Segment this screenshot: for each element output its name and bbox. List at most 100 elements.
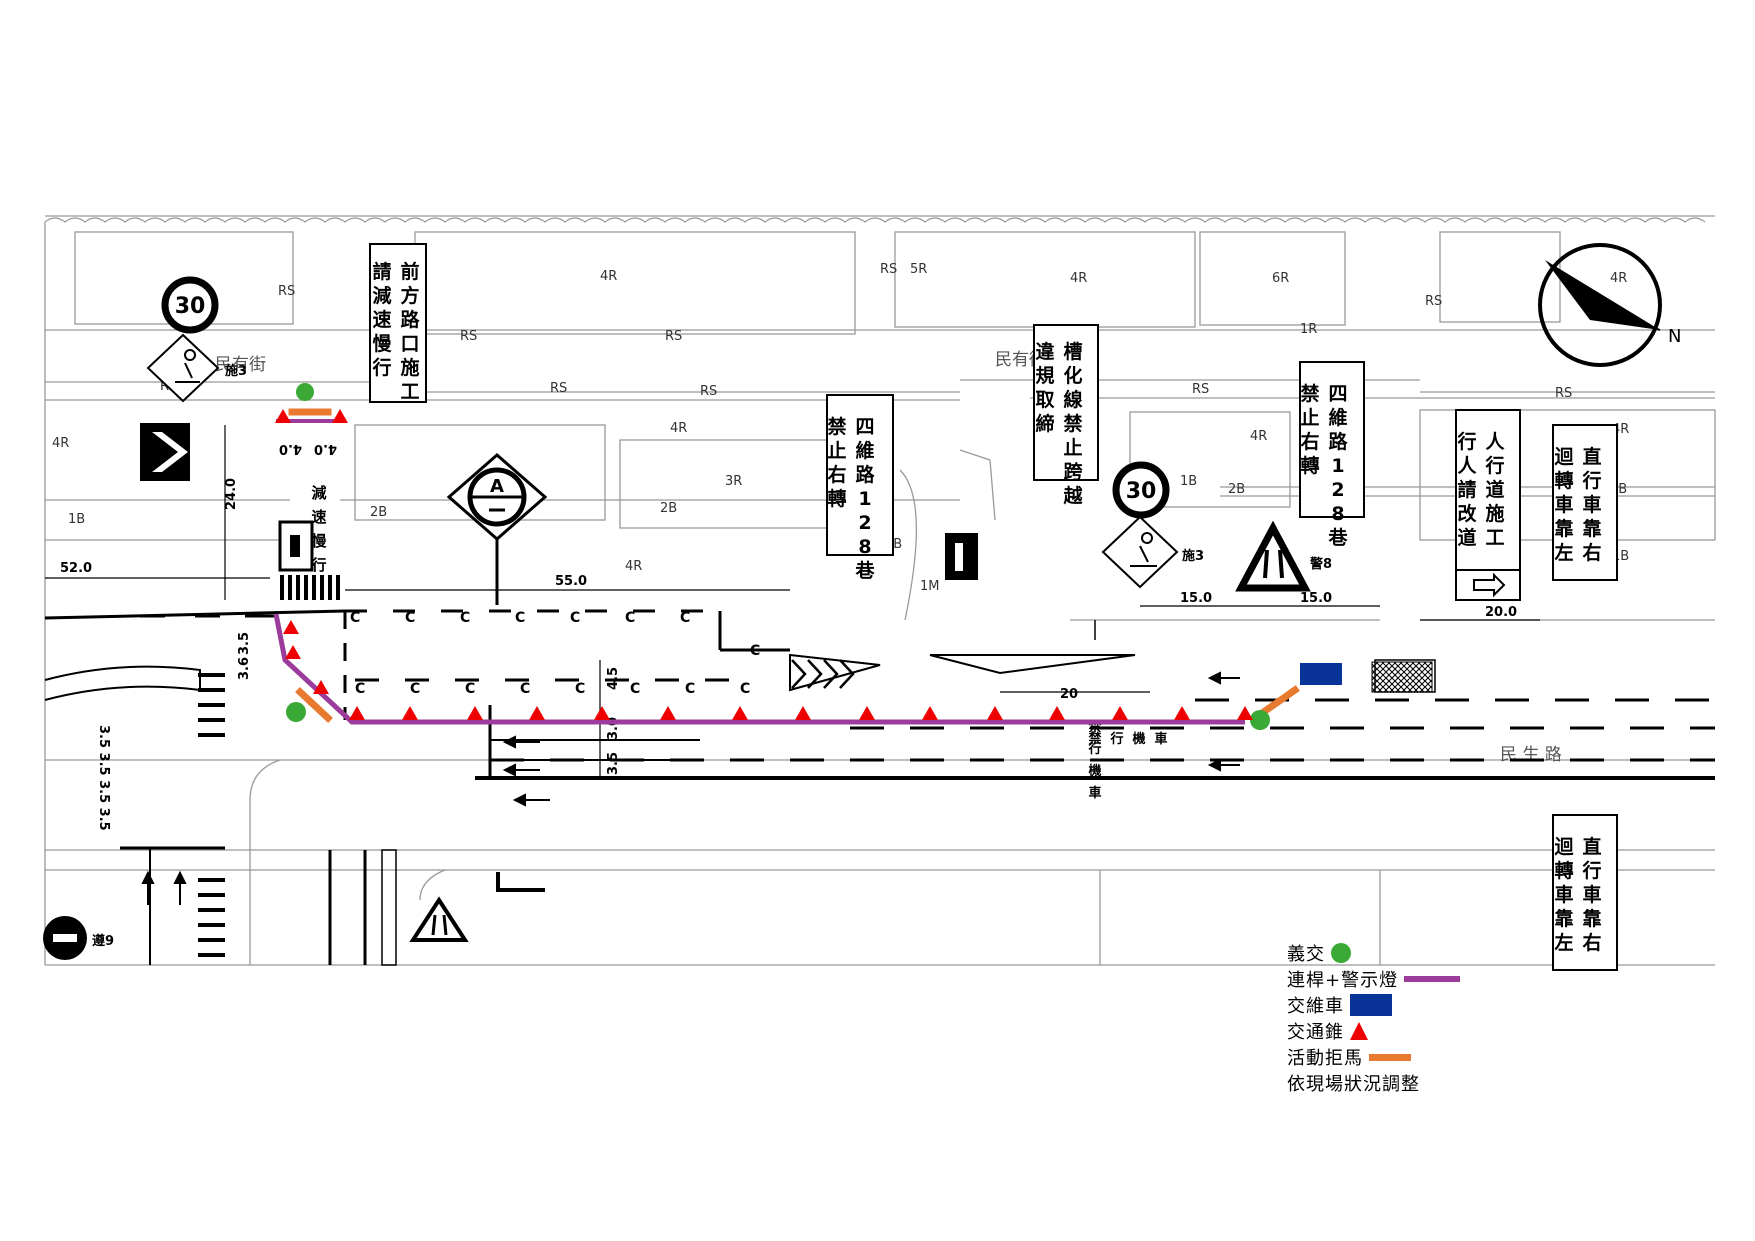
dimension-label: 20.0 bbox=[1485, 605, 1517, 620]
traffic-cone bbox=[987, 706, 1003, 720]
legend-note-text: 依現場狀況調整 bbox=[1287, 1074, 1420, 1095]
narrow-road-sign-2 bbox=[409, 896, 469, 942]
right-arrow-icon bbox=[1473, 572, 1506, 598]
zone-label: 4R bbox=[600, 269, 617, 284]
legend-bar-light: 連桿+警示燈 bbox=[1287, 966, 1517, 992]
legend-label: 交維車 bbox=[1287, 996, 1344, 1017]
zone-label: 1B bbox=[68, 512, 85, 527]
bar-light-line bbox=[273, 613, 1245, 725]
sign-board-text: 槽化線禁止跨越 bbox=[1062, 340, 1083, 507]
zone-label: RS bbox=[700, 384, 717, 399]
sign-board-text: 直行車靠右 bbox=[1581, 835, 1601, 954]
svg-text:C: C bbox=[625, 610, 635, 626]
dimension-label: 15.0 bbox=[1180, 591, 1212, 606]
traffic-cone bbox=[795, 706, 811, 720]
svg-text:30: 30 bbox=[175, 294, 206, 319]
street-name-minyou: 民有街 bbox=[215, 355, 266, 375]
sign-board-6: 直行車靠右 迴轉車靠左 bbox=[1552, 424, 1618, 581]
speed-limit-sign: 30 bbox=[161, 276, 219, 334]
flagger bbox=[296, 383, 314, 401]
svg-text:30: 30 bbox=[1126, 479, 1157, 504]
svg-text:C: C bbox=[750, 643, 760, 659]
dimension-label: 4.5 bbox=[606, 667, 621, 690]
svg-text:C: C bbox=[460, 610, 470, 626]
dimension-label: 3.6 bbox=[237, 657, 252, 680]
flagger bbox=[1250, 710, 1270, 730]
zone-label: 5R bbox=[910, 262, 927, 277]
street-name-minsheng: 民 生 路 bbox=[1500, 745, 1562, 765]
legend-label: 連桿+警示燈 bbox=[1287, 970, 1399, 991]
sign-board-text: 直行車靠右 bbox=[1581, 445, 1601, 564]
svg-text:C: C bbox=[410, 681, 420, 697]
legend-cone: 交通錐 bbox=[1287, 1018, 1517, 1044]
traffic-cone bbox=[1174, 706, 1190, 720]
sign-board-5: 人行道施工 行人請改道 bbox=[1455, 409, 1521, 601]
dimension-label: 52.0 bbox=[60, 561, 92, 576]
traffic-cone bbox=[660, 706, 676, 720]
sign-board-text: 迴轉車靠左 bbox=[1554, 445, 1574, 564]
sign-board-text: 迴轉車靠左 bbox=[1554, 835, 1574, 954]
sign-board-text: 行人請改道 bbox=[1456, 430, 1477, 549]
zone-label: 1B bbox=[1180, 474, 1197, 489]
lane-text-2: 禁行機車 bbox=[1088, 731, 1167, 747]
dimension-label: 3.5 bbox=[606, 752, 621, 775]
svg-text:C: C bbox=[630, 681, 640, 697]
svg-text:施3: 施3 bbox=[1182, 548, 1204, 564]
svg-text:C: C bbox=[465, 681, 475, 697]
dimension-label: 3.5 3.5 3.5 3.5 bbox=[96, 725, 111, 831]
traffic-cone bbox=[275, 409, 291, 423]
small-text-board: 減速慢行 bbox=[310, 484, 327, 574]
legend-label: 義交 bbox=[1287, 944, 1325, 965]
legend: 義交 連桿+警示燈 交維車 交通錐 活動拒馬 依現場狀況調整 bbox=[1287, 940, 1517, 1096]
traffic-cone bbox=[1237, 706, 1253, 720]
svg-text:C: C bbox=[740, 681, 750, 697]
sign-board-text: 減速慢行 bbox=[310, 484, 327, 574]
north-arrow-icon: N bbox=[1538, 243, 1681, 367]
zone-label: RS bbox=[880, 262, 897, 277]
zone-label: RS bbox=[550, 381, 567, 396]
svg-text:警8: 警8 bbox=[1310, 556, 1332, 572]
zone-label: RS bbox=[1425, 294, 1442, 309]
zone-label: 6R bbox=[1272, 271, 1289, 286]
road-markings bbox=[44, 575, 1715, 966]
dimension-label: 24.0 bbox=[224, 478, 239, 510]
sign-board-text: 禁止右轉 bbox=[826, 415, 846, 510]
dimension-label: 20 bbox=[1060, 687, 1078, 702]
dimension-label: 55.0 bbox=[555, 574, 587, 589]
zone-label: 4R bbox=[1250, 429, 1267, 444]
dimension-lines bbox=[45, 425, 1540, 780]
zone-label: 2B bbox=[1228, 482, 1245, 497]
zone-label: RS bbox=[460, 329, 477, 344]
cones bbox=[275, 409, 1253, 720]
legend-barrier: 活動拒馬 bbox=[1287, 1044, 1517, 1070]
zone-label: 4R bbox=[52, 436, 69, 451]
dimension-label: 3.5 bbox=[237, 632, 252, 655]
sign-board-1: 前方路口施工 請減速慢行 bbox=[369, 243, 427, 403]
sign-board-text: 人行道施工 bbox=[1484, 431, 1505, 549]
legend-note: 依現場狀況調整 bbox=[1287, 1070, 1517, 1096]
zone-label: 4R bbox=[625, 559, 642, 574]
dimension-label: 15.0 bbox=[1300, 591, 1332, 606]
svg-text:遵9: 遵9 bbox=[92, 933, 114, 949]
zone-label: RS bbox=[278, 284, 295, 299]
zone-label: 3R bbox=[725, 474, 742, 489]
zone-label: RS bbox=[1555, 386, 1572, 401]
svg-text:C: C bbox=[515, 610, 525, 626]
lane-sign-icon bbox=[955, 543, 963, 571]
zone-label: 2B bbox=[660, 501, 677, 516]
crosswalk bbox=[280, 575, 340, 600]
cone-icon bbox=[1350, 1022, 1368, 1040]
svg-text:A: A bbox=[490, 476, 504, 497]
traffic-cone bbox=[313, 680, 329, 694]
legend-patrol-vehicle: 交維車 bbox=[1287, 992, 1517, 1018]
patrol-vehicle bbox=[1300, 663, 1342, 685]
traffic-cone bbox=[349, 706, 365, 720]
zone-label: 4R bbox=[1070, 271, 1087, 286]
svg-text:C: C bbox=[520, 681, 530, 697]
svg-text:C: C bbox=[575, 681, 585, 697]
crosswalk-vertical bbox=[198, 673, 225, 957]
traffic-cone bbox=[283, 620, 299, 634]
